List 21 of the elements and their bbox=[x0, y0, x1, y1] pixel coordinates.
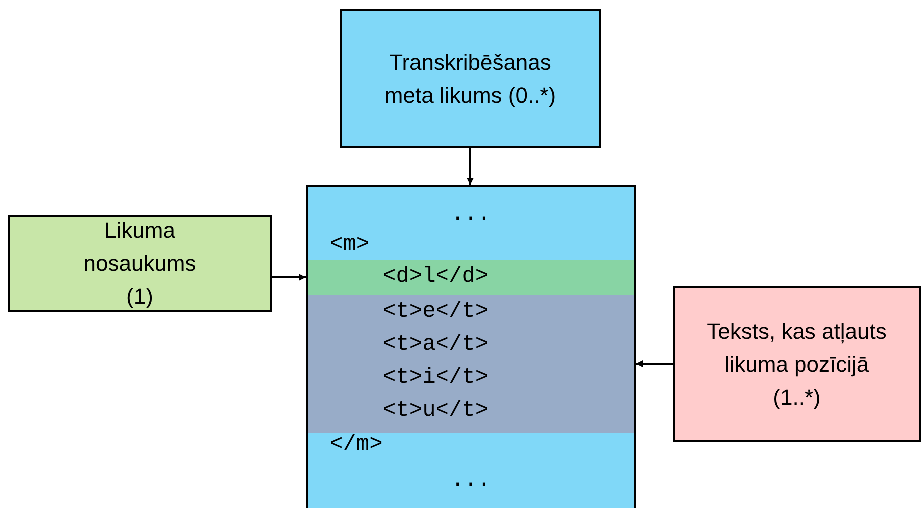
arrow bbox=[636, 360, 673, 368]
code-line: ... bbox=[450, 201, 492, 229]
code-block-box bbox=[306, 185, 636, 508]
text-box bbox=[8, 215, 272, 312]
highlight-band bbox=[308, 260, 634, 295]
arrow bbox=[272, 274, 306, 281]
code-line: ... bbox=[450, 467, 492, 495]
code-line: <t>a</t> bbox=[383, 331, 489, 359]
highlight-band bbox=[308, 295, 634, 433]
code-line: <t>e</t> bbox=[383, 298, 489, 326]
code-line: </m> bbox=[330, 431, 383, 459]
box-label: Teksts, kas atļauts likuma pozīcijā (1..*) bbox=[706, 318, 888, 412]
code-line: <d>l</d> bbox=[383, 263, 489, 291]
arrow bbox=[467, 148, 474, 185]
code-line: <t>u</t> bbox=[383, 397, 489, 425]
code-line: <t>i</t> bbox=[383, 364, 489, 392]
box-label: Likuma nosaukums (1) bbox=[82, 217, 198, 311]
code-line: <m> bbox=[330, 231, 370, 259]
text-box bbox=[340, 9, 601, 148]
box-label: Transkribēšanas meta likums (0..*) bbox=[384, 48, 556, 110]
text-box bbox=[673, 286, 921, 442]
